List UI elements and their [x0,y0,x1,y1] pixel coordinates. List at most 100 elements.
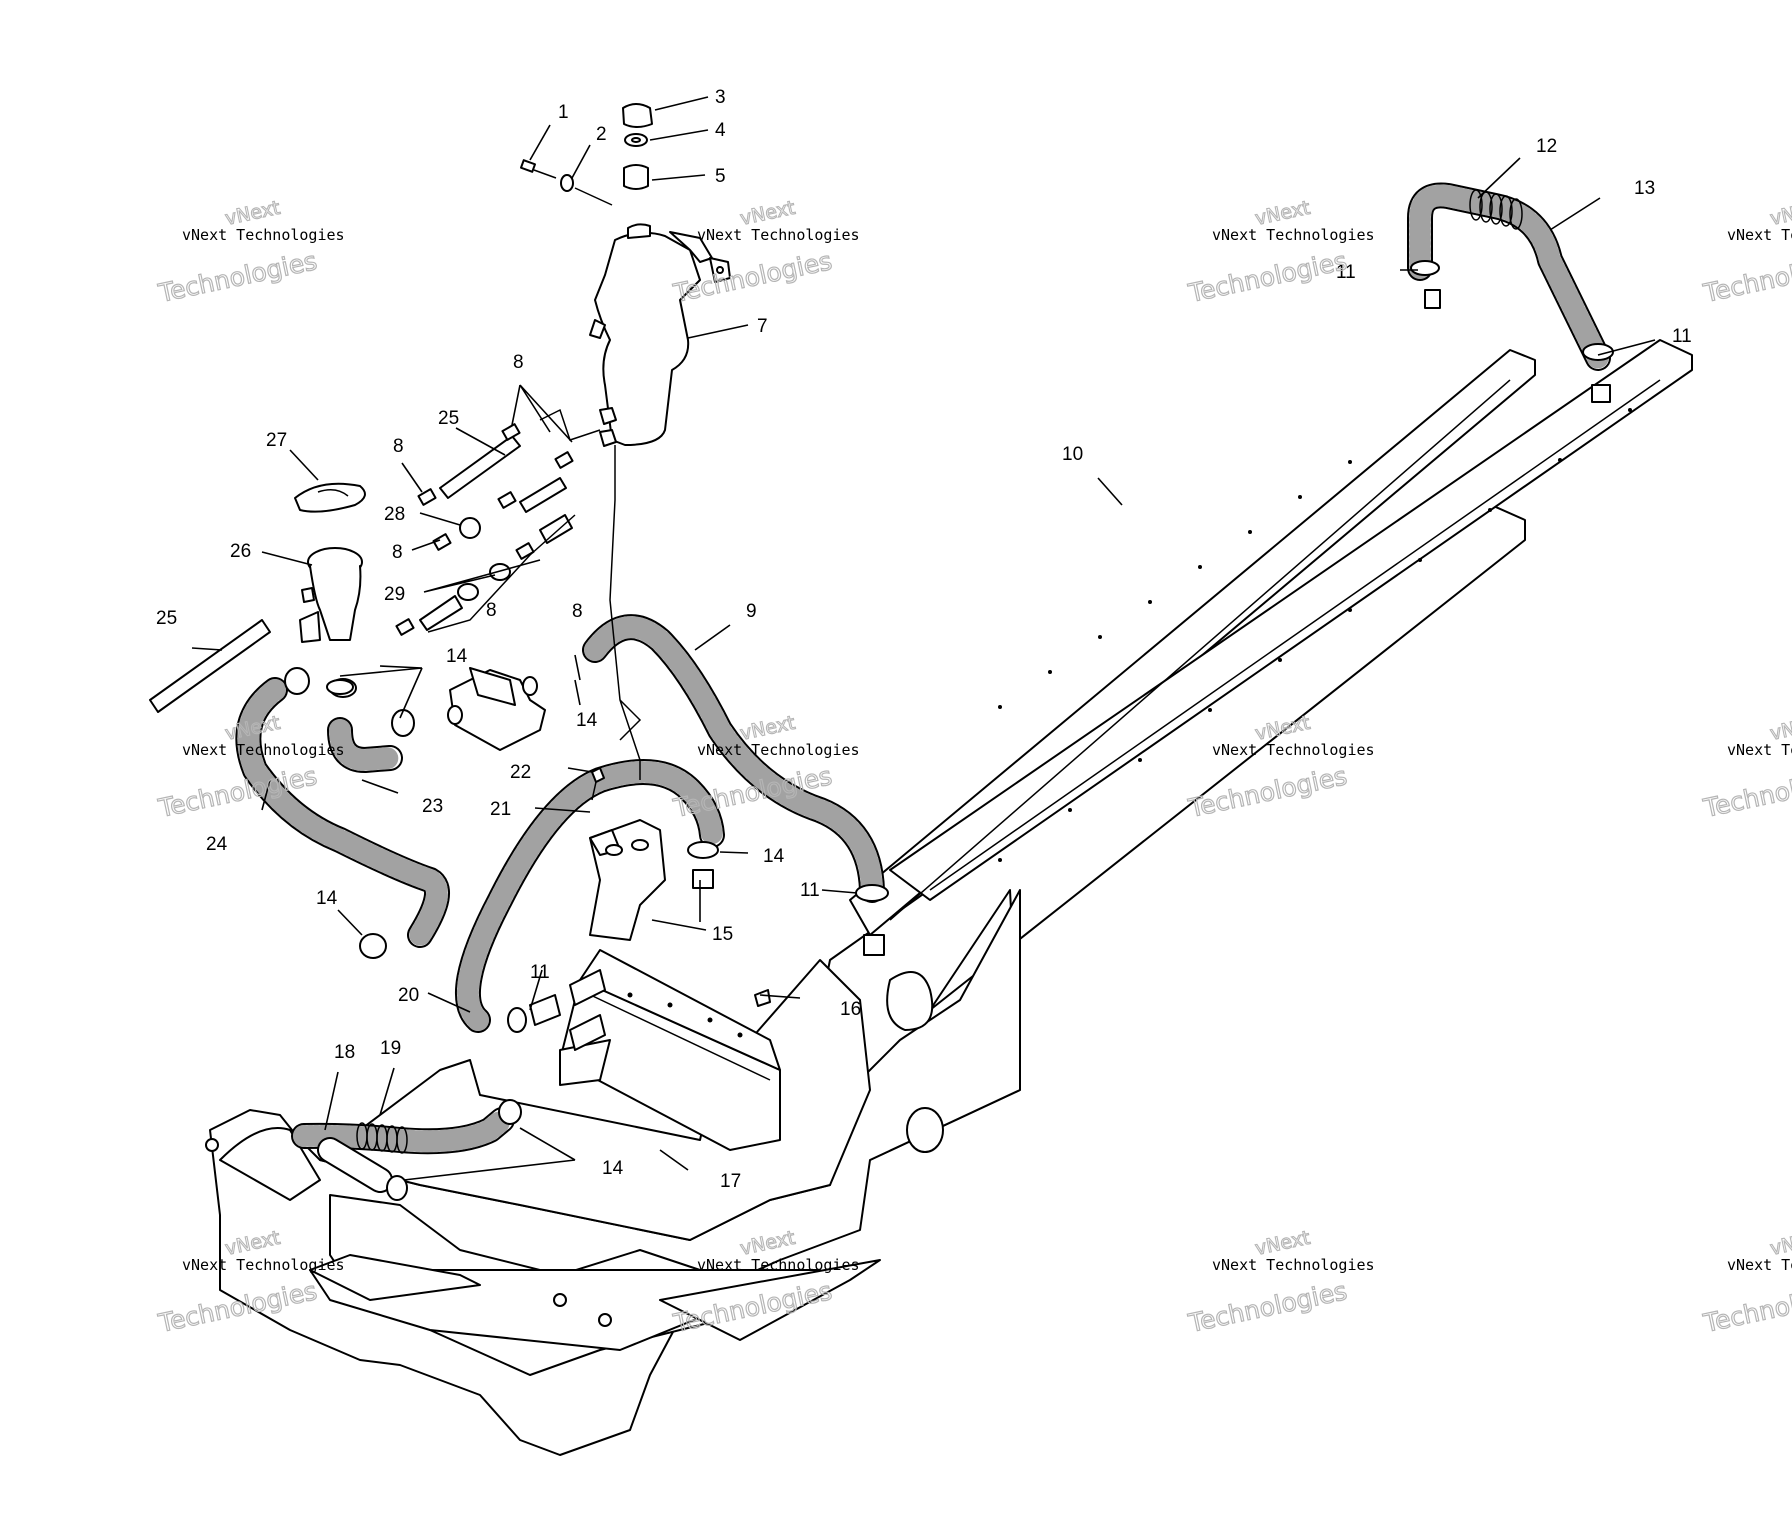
callout-8-c: 8 [486,600,497,621]
callout-1: 1 [558,102,569,123]
svg-text:vNext Technologies: vNext Technologies [1212,226,1375,244]
callout-14-c: 14 [316,888,338,909]
svg-text:Technologies: Technologies [1185,1276,1349,1338]
svg-text:vNext: vNext [1253,1227,1312,1260]
svg-text:vNext Technologies: vNext Technologies [1727,226,1792,244]
svg-text:vNext Technologies: vNext Technologies [1727,741,1792,759]
callout-29: 29 [384,584,405,605]
callout-4: 4 [715,120,726,141]
callout-9: 9 [746,601,757,622]
watermark-3: vNext vNext Technologies Technologies [1185,196,1375,308]
clamp-14-left-lower [359,933,387,959]
cap-3 [622,103,653,128]
svg-text:vNext: vNext [1768,197,1792,230]
callout-2: 2 [596,124,607,145]
svg-text:Technologies: Technologies [1185,246,1349,308]
callout-14-b: 14 [576,710,598,731]
coolant-bottle [589,223,731,780]
callout-12: 12 [1536,136,1557,157]
callout-13: 13 [1634,178,1655,199]
svg-text:vNext Technologies: vNext Technologies [182,741,345,759]
svg-text:vNext: vNext [738,712,797,745]
bracket-15 [589,819,666,941]
svg-text:vNext: vNext [1768,1227,1792,1260]
callout-11-b: 11 [1672,326,1692,347]
hose-18-19 [291,1099,522,1201]
svg-text:Technologies: Technologies [1700,1276,1792,1338]
line-25-left [149,619,271,713]
callout-23: 23 [422,796,443,817]
watermark-12: vNext vNext Technologies Technologies [1700,1226,1792,1338]
svg-text:vNext Technologies: vNext Technologies [697,741,860,759]
watermark-4: vNext vNext Technologies Technologies [1700,196,1792,308]
filler-neck-26 [299,547,363,695]
watermark-logo-bottom: Technologies [155,246,319,308]
callout-16: 16 [840,999,861,1020]
fitting-22 [591,767,605,801]
frame-rivets [998,408,1632,862]
callout-14-d: 14 [763,846,785,867]
callout-18: 18 [334,1042,355,1063]
callout-17: 17 [720,1171,741,1192]
callout-14-e: 14 [602,1158,624,1179]
callout-11-a: 11 [1336,262,1356,283]
chassis-bulkhead [205,889,1021,1456]
callout-15: 15 [712,924,733,945]
screw-1 [519,159,557,179]
filler-cap-27 [294,482,366,513]
svg-text:vNext Technologies: vNext Technologies [1727,1256,1792,1274]
callout-14-a: 14 [446,646,468,667]
fittings-8-28-29 [395,408,601,636]
callout-3: 3 [715,87,726,108]
clamp-11-upper-right [1582,343,1614,403]
svg-text:vNext: vNext [738,197,797,230]
callout-8-top: 8 [513,352,524,373]
valve-block [447,667,546,751]
callout-10: 10 [1062,444,1083,465]
watermark-logo-top: vNext [223,197,282,230]
hose-24 [235,677,450,948]
callout-27: 27 [266,430,287,451]
svg-text:Technologies: Technologies [1700,761,1792,823]
callout-8-a: 8 [393,436,404,457]
clamp-14-mid [687,841,719,889]
callout-25-left: 25 [156,608,177,629]
callout-labels: 1 2 3 4 5 7 8 8 8 25 27 28 8 26 29 25 8 … [156,87,1692,1192]
callout-8-d: 8 [572,601,583,622]
callout-28: 28 [384,504,405,525]
callout-25-upper: 25 [438,408,459,429]
svg-text:vNext: vNext [1253,197,1312,230]
washer-2 [560,174,613,206]
watermark-8: vNext vNext Technologies Technologies [1700,711,1792,823]
leader-lines [191,96,1656,1181]
watermark-text: vNext Technologies [182,226,345,244]
clamp-11-upper-left [1410,260,1441,309]
hose-9 [582,614,885,903]
svg-text:vNext Technologies: vNext Technologies [697,226,860,244]
watermark-1: vNext vNext Technologies Technologies [155,196,345,308]
callout-11-d: 11 [530,962,550,983]
callout-20: 20 [398,985,419,1006]
line-25-upper [439,435,521,499]
hose-21 [455,759,725,1033]
bolt-16 [754,989,771,1007]
callout-22: 22 [510,762,531,783]
watermark-11: vNext vNext Technologies Technologies [1185,1226,1375,1338]
svg-text:vNext Technologies: vNext Technologies [1212,1256,1375,1274]
svg-text:vNext: vNext [1768,712,1792,745]
svg-text:vNext Technologies: vNext Technologies [1212,741,1375,759]
callout-24: 24 [206,834,228,855]
callout-5: 5 [715,166,726,187]
svg-text:vNext Technologies: vNext Technologies [182,1256,345,1274]
callout-11-c: 11 [800,880,820,901]
callout-19: 19 [380,1038,401,1059]
svg-text:vNext Technologies: vNext Technologies [697,1256,860,1274]
gasket-4 [624,133,648,147]
callout-7: 7 [757,316,768,337]
callout-21: 21 [490,799,511,820]
callout-26: 26 [230,541,251,562]
hose-23 [327,717,403,773]
neck-5 [623,164,649,190]
hose-12-13 [1407,182,1611,371]
